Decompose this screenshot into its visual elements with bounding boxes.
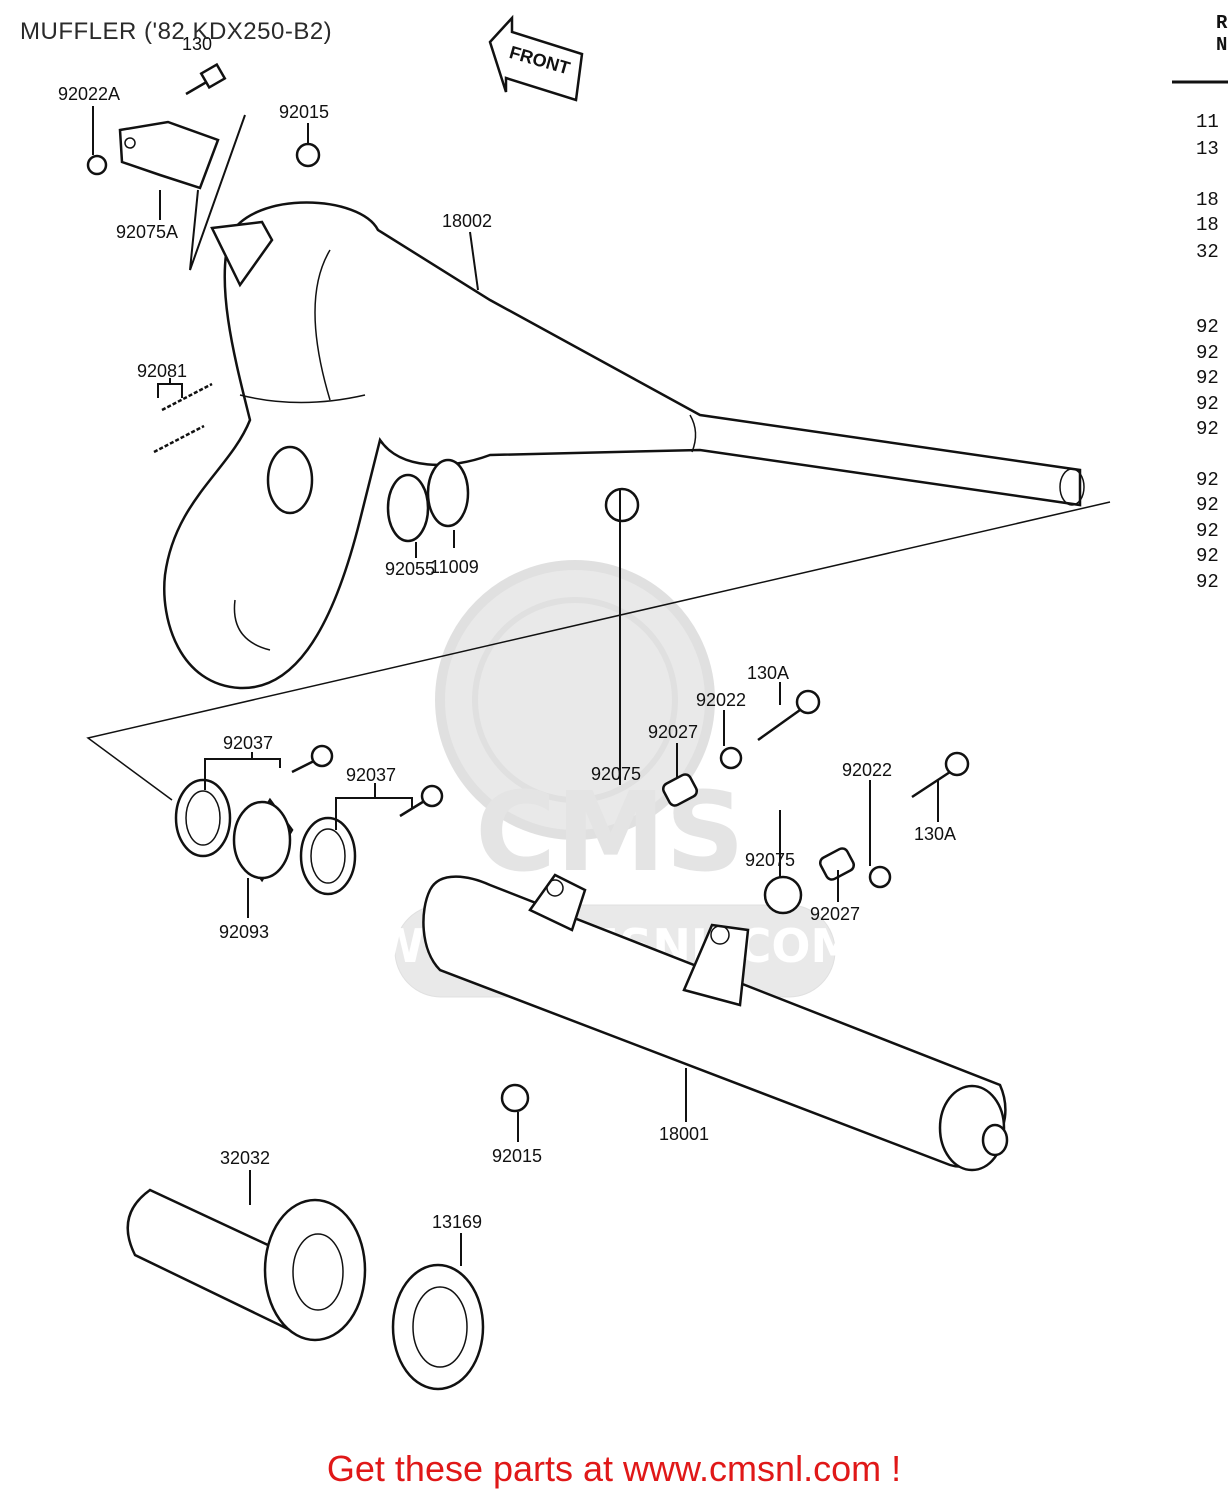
callout-92022-right: 92022 xyxy=(842,760,892,780)
callout-92027-mid: 92027 xyxy=(810,904,860,924)
clamp-screw-right xyxy=(399,784,444,818)
callout-92015-top: 92015 xyxy=(279,102,329,122)
callout-13169: 13169 xyxy=(432,1212,482,1232)
index-row: 92 xyxy=(1196,545,1219,567)
index-row: 92 xyxy=(1196,367,1219,389)
callout-130a-right: 130A xyxy=(914,824,956,844)
bolt-130 xyxy=(185,62,227,96)
callout-92027-top: 92027 xyxy=(648,722,698,742)
nut-92015-top xyxy=(295,142,321,168)
callout-92037-left: 92037 xyxy=(223,733,273,753)
gasket-92055 xyxy=(386,473,430,543)
collar-92027-mid xyxy=(818,847,856,881)
index-row: 92 xyxy=(1196,494,1219,516)
index-row: 92 xyxy=(1196,418,1219,440)
joint-92093 xyxy=(232,797,294,883)
callout-11009: 11009 xyxy=(430,557,479,577)
index-row: 18 xyxy=(1196,214,1219,236)
part-index-column: R N 11 13 18 18 32 92 92 92 92 92 92 92 … xyxy=(1172,12,1228,593)
footer-link[interactable]: Get these parts at www.cmsnl.com ! xyxy=(326,1448,902,1489)
index-row: 92 xyxy=(1196,342,1219,364)
callout-92022a: 92022A xyxy=(58,84,120,104)
index-row: 92 xyxy=(1196,571,1219,593)
grommet-92075-b xyxy=(763,875,803,915)
callout-130a-top: 130A xyxy=(747,663,789,683)
callout-92055: 92055 xyxy=(385,559,435,579)
washer-92022-top xyxy=(719,746,743,770)
springs-92081 xyxy=(153,382,213,454)
index-row: 92 xyxy=(1196,316,1219,338)
silencer-insert-32032 xyxy=(126,1188,367,1342)
index-row: 92 xyxy=(1196,520,1219,542)
gasket-11009 xyxy=(426,458,470,528)
muffler-18001 xyxy=(422,873,1009,1172)
index-row: 11 xyxy=(1196,111,1219,133)
callout-92081: 92081 xyxy=(137,361,187,381)
callout-92075-mid: 92075 xyxy=(745,850,795,870)
index-row: 18 xyxy=(1196,189,1219,211)
callout-92075-top: 92075 xyxy=(591,764,641,784)
assembly-guide-line xyxy=(86,501,1111,801)
nut-92022a xyxy=(86,154,108,176)
index-header-r: R xyxy=(1216,12,1228,34)
callout-labels: 130 92022A 92015 92075A 18002 92081 1100… xyxy=(58,34,956,1232)
callout-92093: 92093 xyxy=(219,922,269,942)
clamp-screw-left xyxy=(291,744,334,774)
callout-92022-top: 92022 xyxy=(696,690,746,710)
washer-92022-right xyxy=(868,865,892,889)
callout-92015-bottom: 92015 xyxy=(492,1146,542,1166)
callout-92075a: 92075A xyxy=(116,222,178,242)
index-row: 92 xyxy=(1196,393,1219,415)
clamp-92037-right xyxy=(299,816,357,896)
callout-32032: 32032 xyxy=(220,1148,270,1168)
page-title: MUFFLER ('82 KDX250-B2) xyxy=(20,18,333,45)
grommet-92075-a xyxy=(604,487,640,523)
index-row: 13 xyxy=(1196,138,1219,160)
clamp-92037-left xyxy=(174,778,232,858)
callout-92037-right: 92037 xyxy=(346,765,396,785)
index-row: 32 xyxy=(1196,241,1219,263)
index-header-n: N xyxy=(1216,34,1227,56)
expansion-chamber-18002 xyxy=(163,201,1085,690)
bolt-130a-top xyxy=(757,689,821,742)
bracket-guide-line xyxy=(189,114,246,271)
collar-92027-top xyxy=(661,773,699,807)
front-arrow: FRONT xyxy=(488,14,584,102)
bolt-130a-right xyxy=(911,751,970,799)
leader-lines xyxy=(92,106,939,1266)
index-row: 92 xyxy=(1196,469,1219,491)
bracket-92075a xyxy=(118,120,220,190)
gasket-13169 xyxy=(391,1263,485,1391)
watermark-brand: CMS xyxy=(475,768,744,896)
callout-18002: 18002 xyxy=(442,211,492,231)
callout-18001: 18001 xyxy=(659,1124,709,1144)
callout-130: 130 xyxy=(182,34,212,54)
nut-92015-bottom xyxy=(500,1083,530,1113)
